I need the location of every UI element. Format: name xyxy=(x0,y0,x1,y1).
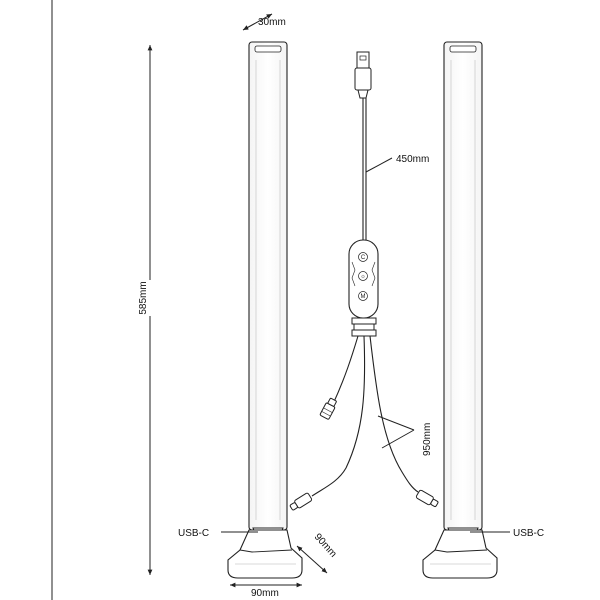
base-depth-dimension: 90mm xyxy=(296,532,339,574)
height-dimension: 585mm xyxy=(138,45,160,575)
cable-length-label: 450mm xyxy=(396,154,429,165)
controller-button-brightness[interactable]: ☼ xyxy=(358,271,368,281)
svg-text:☼: ☼ xyxy=(360,274,366,280)
left-light-bar xyxy=(227,41,303,579)
dimension-arrow-icon xyxy=(242,13,273,31)
usb-c-plug-icon xyxy=(289,492,313,511)
width-label: 30mm xyxy=(258,17,286,28)
branch-cable-right xyxy=(369,335,419,493)
led-light-bar-icon xyxy=(443,41,483,531)
right-usbc-callout: USB-C xyxy=(470,528,544,539)
base-width-dimension: 90mm xyxy=(230,582,302,599)
svg-text:M: M xyxy=(361,294,366,300)
base-width-label: 90mm xyxy=(251,588,279,599)
branch-cable-middle xyxy=(311,335,366,497)
right-base xyxy=(422,529,498,579)
right-usbc-label: USB-C xyxy=(513,528,544,539)
left-base xyxy=(227,529,303,579)
inline-controller-icon: C ☼ M xyxy=(348,239,379,319)
usb-a-plug-icon xyxy=(354,51,372,99)
controller-strain-relief xyxy=(351,317,377,337)
branch-cable-left xyxy=(332,335,359,405)
controller-button-c[interactable]: C xyxy=(358,252,368,262)
usb-c-plug-icon xyxy=(319,397,337,420)
branch-length-callout: 950mm xyxy=(377,415,433,456)
cable-length-callout: 450mm xyxy=(365,154,429,173)
svg-text:C: C xyxy=(361,255,366,261)
width-dimension: 30mm xyxy=(242,13,286,31)
dimension-arrow-icon xyxy=(296,545,328,574)
left-usbc-label: USB-C xyxy=(178,528,209,539)
usb-c-plug-icon xyxy=(415,489,439,508)
led-light-bar-icon xyxy=(248,41,288,531)
base-depth-label: 90mm xyxy=(312,532,339,560)
controller-button-m[interactable]: M xyxy=(358,291,368,301)
height-label: 585mm xyxy=(138,281,149,314)
right-light-bar xyxy=(422,41,498,579)
branch-length-label: 950mm xyxy=(422,423,433,456)
cable-assembly: 450mm C ☼ M xyxy=(289,51,439,511)
left-usbc-callout: USB-C xyxy=(178,528,258,539)
